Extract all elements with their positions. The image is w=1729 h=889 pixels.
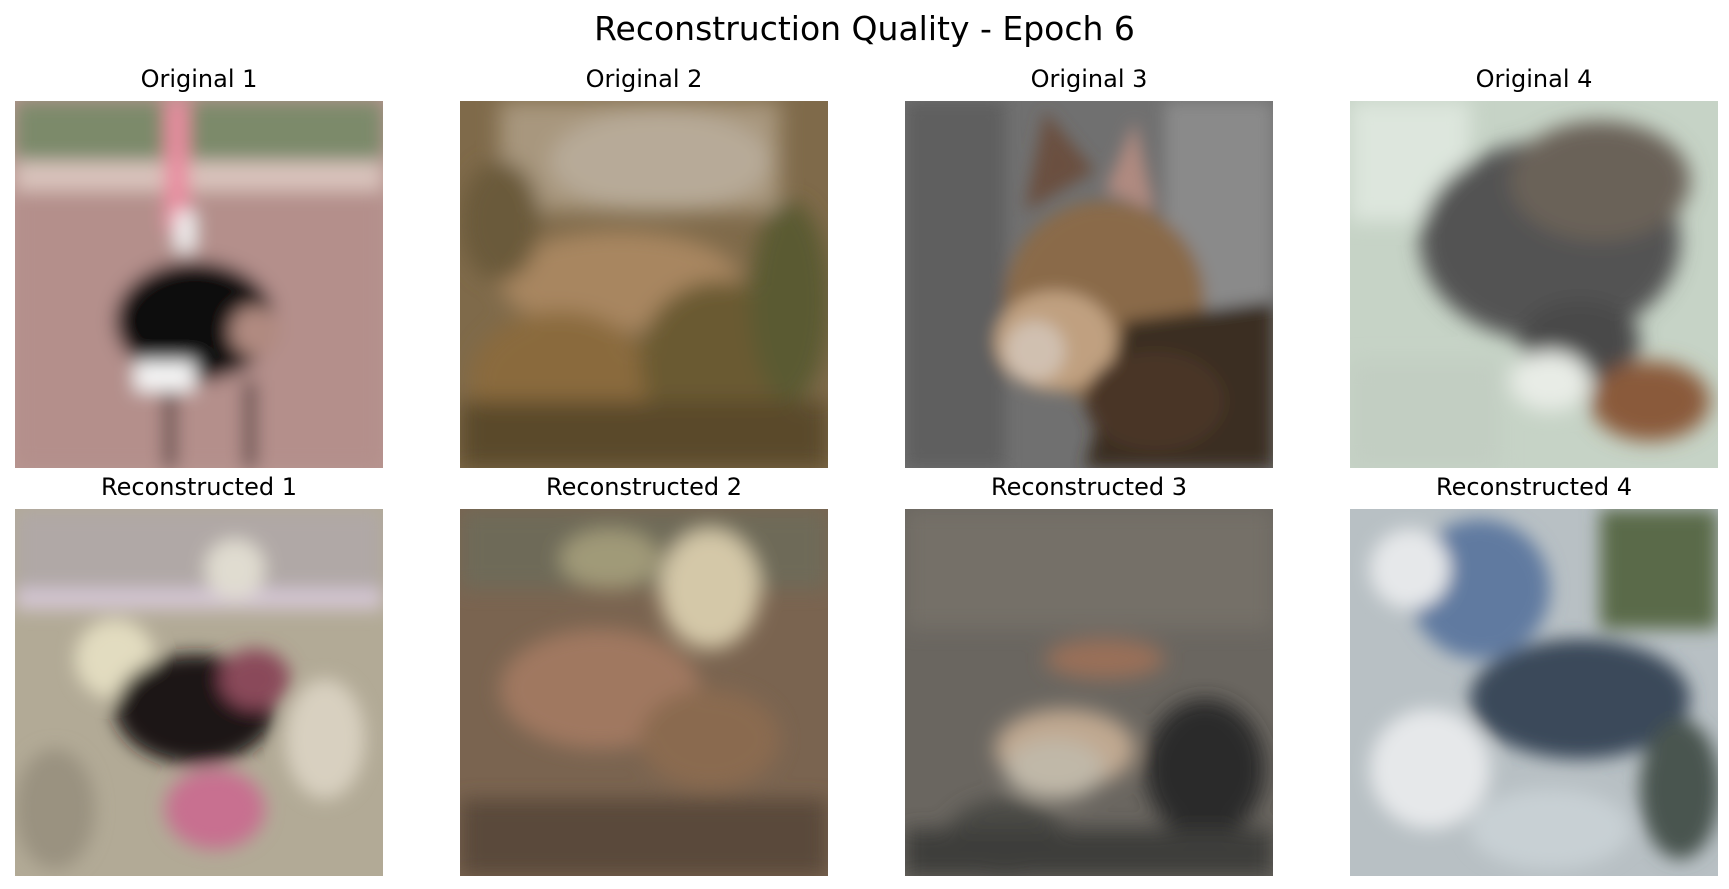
- image-reconstructed-2: [460, 509, 828, 876]
- image-original-4: [1350, 101, 1718, 468]
- image-reconstructed-1: [15, 509, 383, 876]
- figure-title: Reconstruction Quality - Epoch 6: [594, 9, 1135, 48]
- panel-title-reconstructed-3: Reconstructed 3: [991, 473, 1187, 501]
- panel-title-original-2: Original 2: [585, 65, 703, 93]
- image-reconstructed-4: [1350, 509, 1718, 876]
- panel-title-original-3: Original 3: [1030, 65, 1148, 93]
- panel-title-reconstructed-4: Reconstructed 4: [1436, 473, 1632, 501]
- image-reconstructed-3: [905, 509, 1273, 876]
- image-original-3: [905, 101, 1273, 468]
- image-original-2: [460, 101, 828, 468]
- image-original-1: [15, 101, 383, 468]
- panel-title-reconstructed-2: Reconstructed 2: [546, 473, 742, 501]
- panel-title-original-4: Original 4: [1475, 65, 1593, 93]
- panel-title-reconstructed-1: Reconstructed 1: [101, 473, 297, 501]
- panel-title-original-1: Original 1: [140, 65, 258, 93]
